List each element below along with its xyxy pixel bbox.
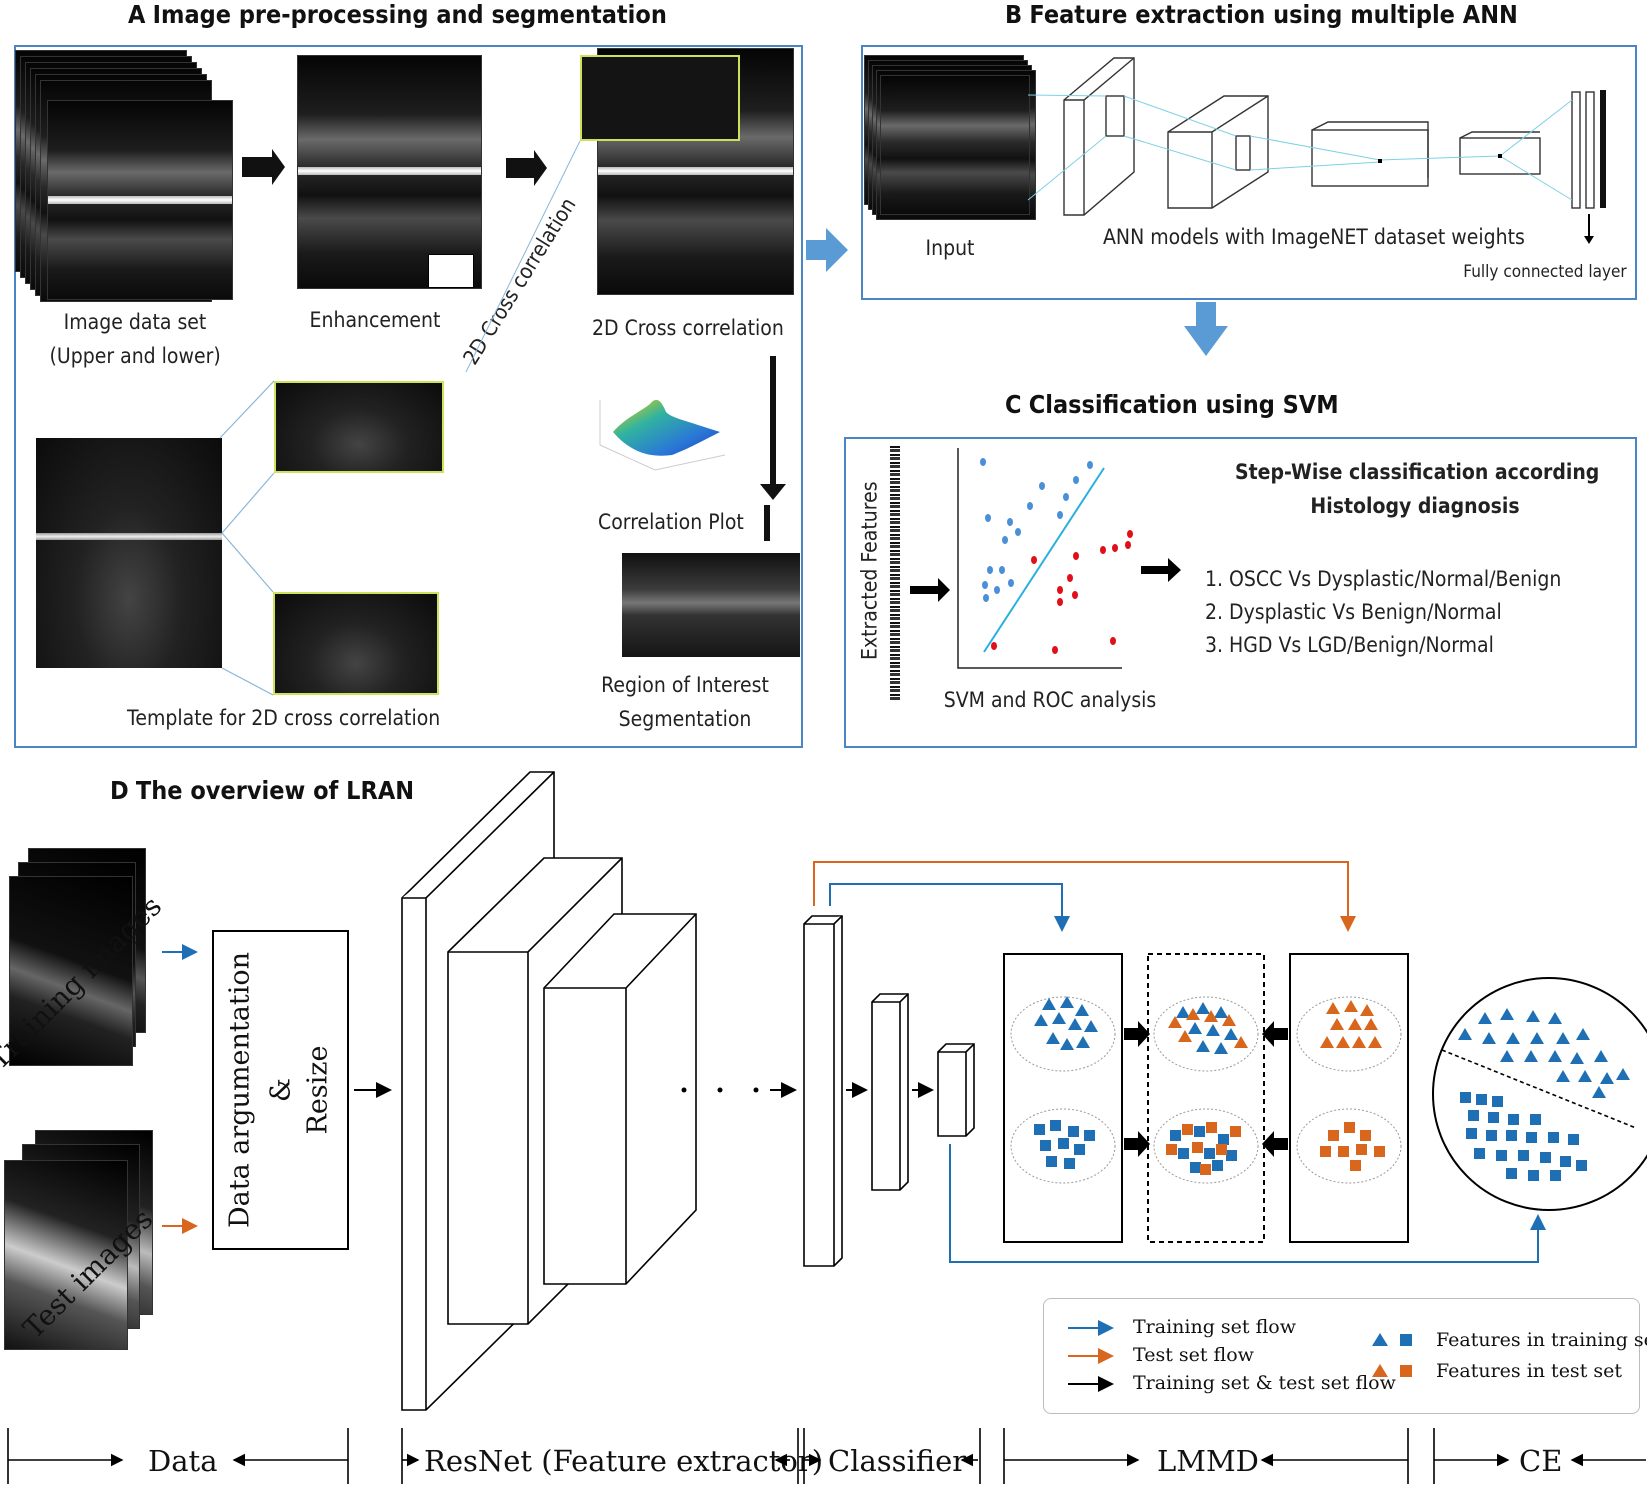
legend-features-training: Features in training set [1436, 1329, 1647, 1351]
class-item-2: 2. Dysplastic Vs Benign/Normal [1205, 600, 1502, 624]
correlation-plot [599, 399, 726, 471]
heading-1: Step-Wise classification according [1235, 460, 1600, 484]
test-flow-line [813, 861, 1356, 932]
legend-both-flow: Training set & test set flow [1133, 1372, 1396, 1394]
section-lmmd: LMMD [1157, 1444, 1259, 1478]
legend-training-flow: Training set flow [1133, 1316, 1296, 1338]
cnn-drawing [1063, 57, 1606, 244]
class-item-1: 1. OSCC Vs Dysplastic/Normal/Benign [1205, 567, 1562, 591]
lmmd-boxes [1003, 953, 1409, 1243]
label-corr-plot: Correlation Plot [598, 510, 744, 534]
panel-c-title-text: Classification using SVM [1028, 390, 1339, 419]
big-arrow-b-to-c [1184, 302, 1228, 356]
heading-2: Histology diagnosis [1310, 494, 1520, 518]
panel-b-letter: B [1005, 0, 1023, 29]
section-bar [7, 1428, 1646, 1484]
histogram-icon [428, 254, 474, 288]
training-flow-line [829, 883, 1070, 932]
enhanced-image [297, 55, 482, 289]
label-dataset-2: (Upper and lower) [49, 344, 221, 368]
big-arrow-a-to-b [806, 228, 848, 272]
panel-c-frame [844, 437, 1637, 748]
ellipsis-dots [681, 1087, 759, 1093]
label-input: Input [925, 236, 975, 260]
legend-symbols [1068, 1320, 1412, 1392]
classifier-blocks [803, 915, 975, 1267]
panel-a-letter: A [128, 0, 146, 29]
roi-image [622, 553, 800, 657]
cross-correlation-window [580, 55, 740, 141]
section-resnet: ResNet (Feature extractor) [424, 1444, 824, 1478]
template-crop-upper [274, 381, 444, 473]
cnn-projections [1027, 94, 1573, 201]
legend-test-flow: Test set flow [1133, 1344, 1254, 1366]
label-models: ANN models with ImageNET dataset weights [1103, 225, 1525, 249]
panel-a-frame [14, 45, 803, 748]
panel-b-title-text: Feature extraction using multiple ANN [1029, 0, 1518, 29]
label-template: Template for 2D cross correlation [127, 706, 441, 730]
label-fc: Fully connected layer [1463, 262, 1627, 282]
label-svm: SVM and ROC analysis [943, 688, 1157, 712]
panel-a-title-text: Image pre-processing and segmentation [152, 0, 667, 29]
panel-b-frame [861, 45, 1637, 300]
template-crop-lower [273, 592, 439, 695]
section-data: Data [148, 1444, 218, 1478]
data-augmentation-box [212, 930, 349, 1250]
template-source-image [36, 438, 222, 668]
panel-d-letter: D [110, 776, 129, 805]
ce-circle [1432, 977, 1647, 1211]
label-roi-1: Region of Interest [601, 673, 769, 697]
template-source-band [36, 533, 222, 540]
resnet-blocks [401, 771, 697, 1411]
panel-c-letter: C [1005, 390, 1022, 419]
section-classifier: Classifier [828, 1444, 967, 1478]
panel-a-arrows [219, 140, 786, 696]
svm-plot [910, 448, 1181, 669]
feature-barcode [890, 446, 900, 702]
section-ce: CE [1519, 1444, 1563, 1478]
label-dataset-1: Image data set [63, 310, 207, 334]
label-roi-2: Segmentation [618, 707, 752, 731]
label-cross: 2D Cross correlation [592, 316, 784, 340]
ce-flow-line [949, 1144, 1546, 1263]
panel-d-title-text: The overview of LRAN [135, 776, 415, 805]
legend-box [1043, 1298, 1640, 1414]
class-item-3: 3. HGD Vs LGD/Benign/Normal [1205, 633, 1494, 657]
legend-features-test: Features in test set [1436, 1360, 1622, 1382]
label-enhancement: Enhancement [309, 308, 441, 332]
